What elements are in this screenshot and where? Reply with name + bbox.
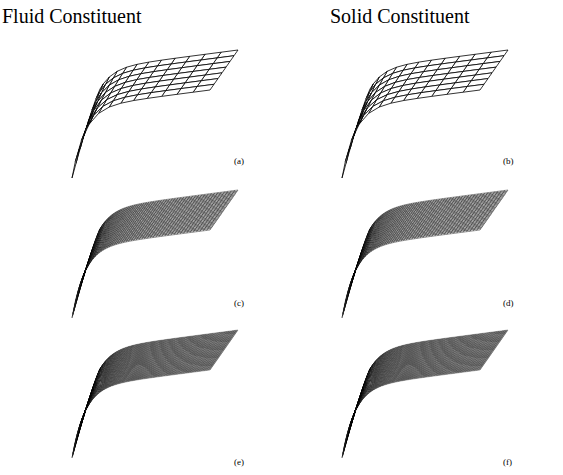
mesh-surface — [342, 190, 508, 318]
mesh-cell — [342, 149, 349, 178]
mesh-surface — [342, 50, 508, 178]
mesh-surface — [72, 190, 238, 318]
mesh-cell — [72, 149, 79, 178]
mesh-surface — [72, 50, 238, 178]
